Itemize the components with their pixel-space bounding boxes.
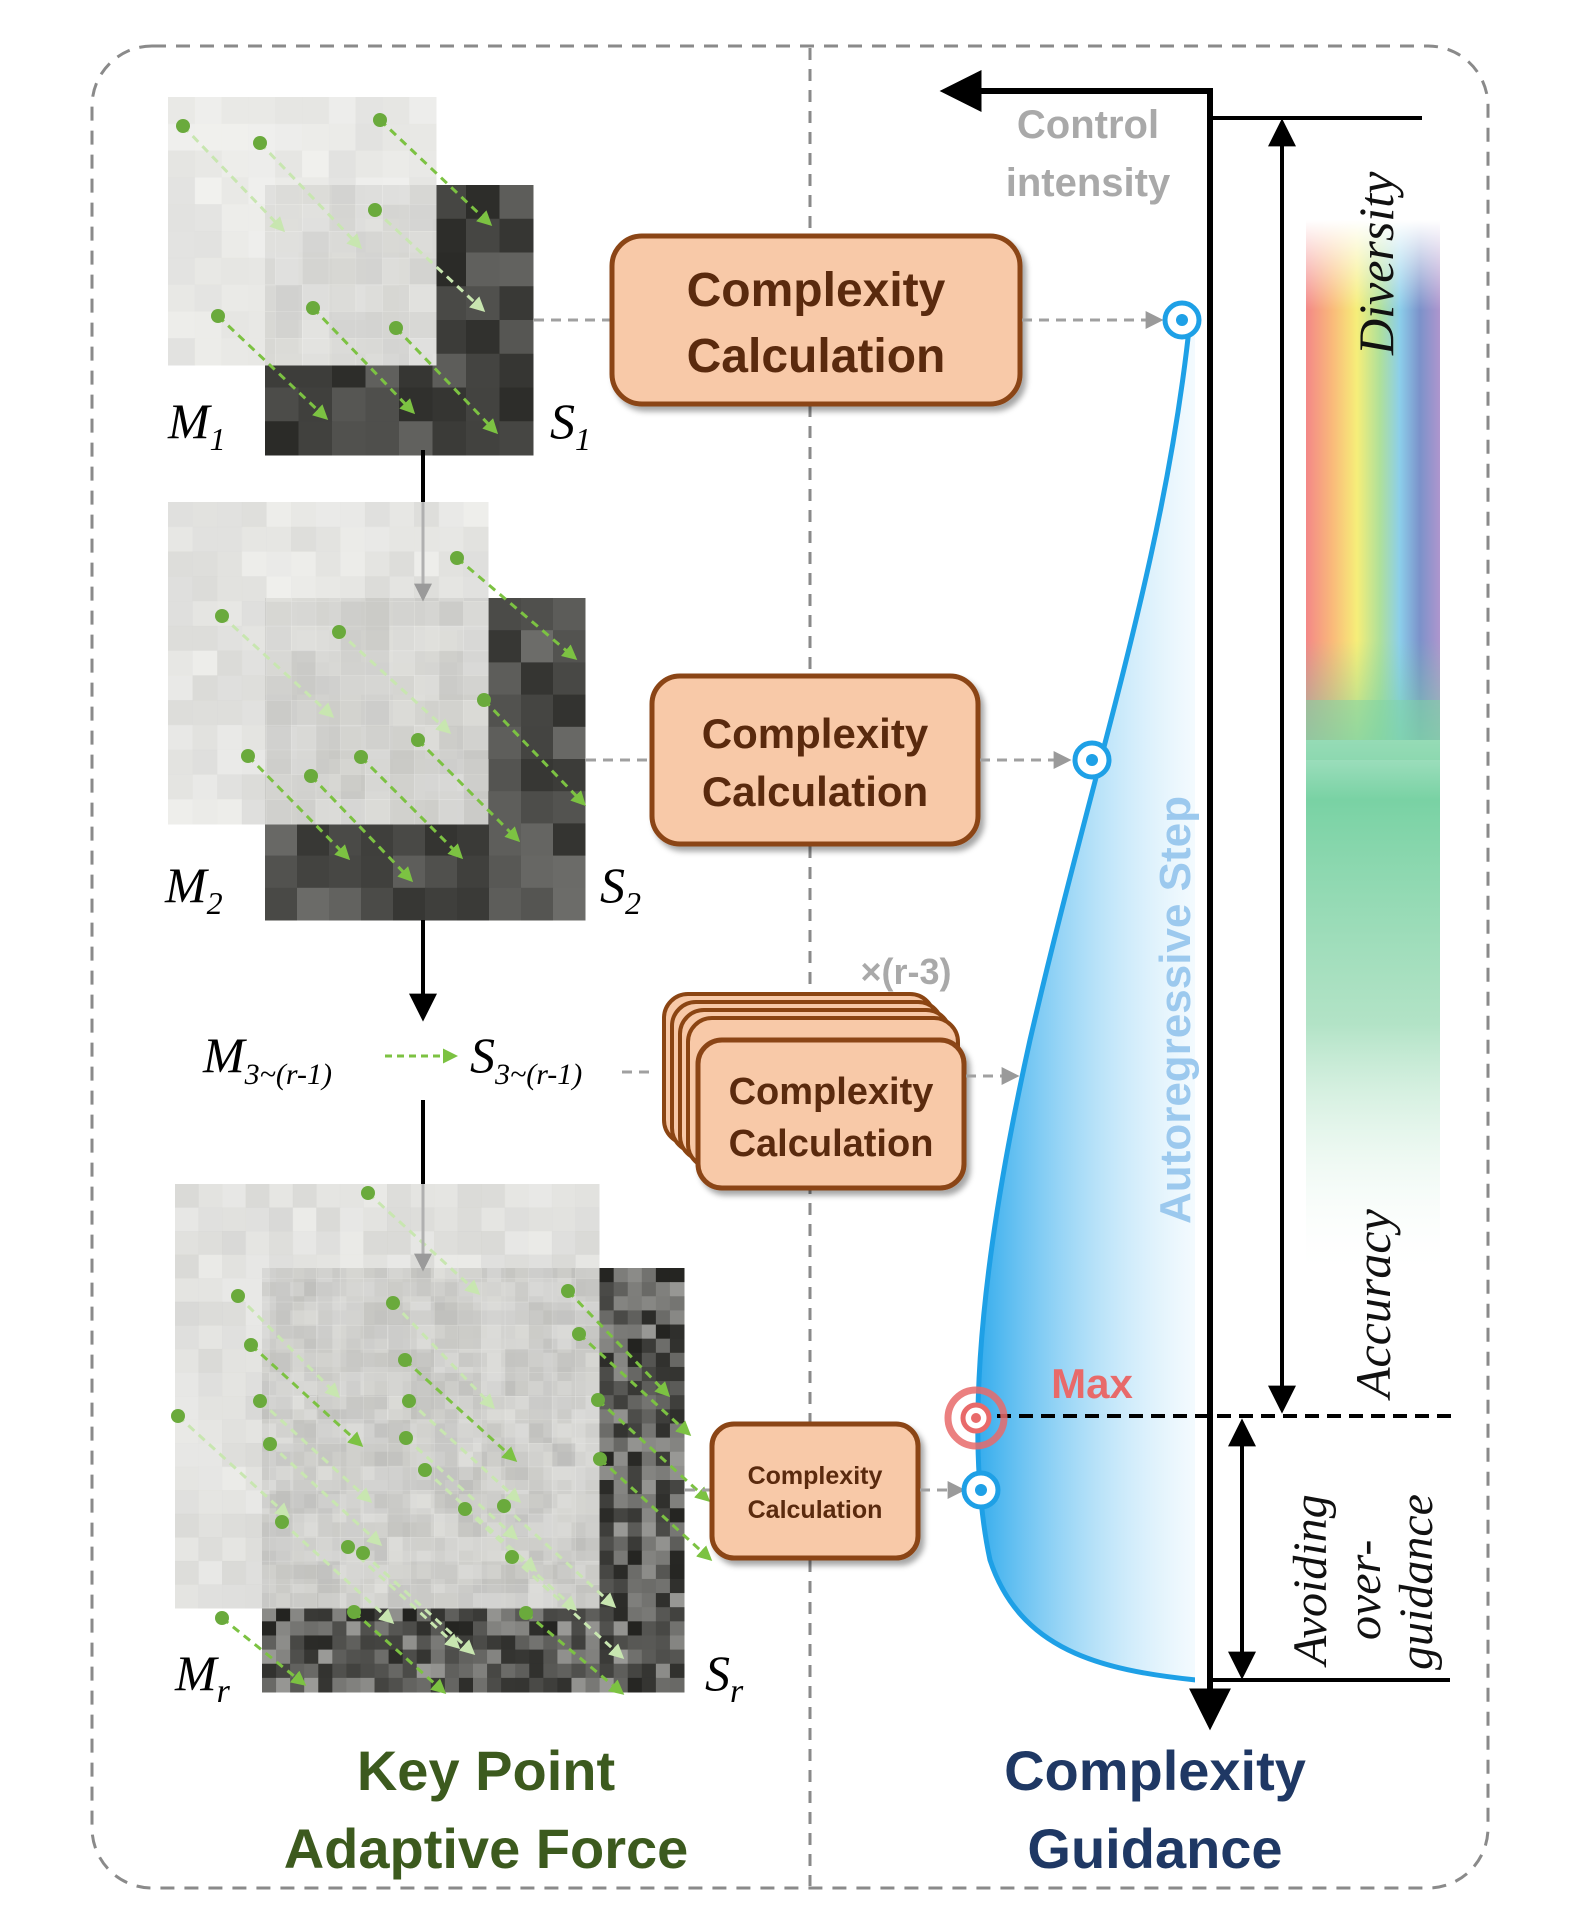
target-marker-4 — [961, 1470, 1001, 1510]
stage-2-images — [168, 502, 586, 921]
max-label: Max — [1051, 1360, 1133, 1407]
s3-label: S3~(r-1) — [470, 1027, 582, 1091]
avoiding-label-line3: guidance — [1390, 1494, 1443, 1670]
right-title-line1: Complexity — [1004, 1739, 1306, 1802]
m3-label: M3~(r-1) — [202, 1027, 332, 1091]
control-intensity-line2: intensity — [1006, 161, 1171, 205]
control-intensity-line1: Control — [1017, 103, 1159, 147]
complexity-box-stack: Complexity Calculation — [662, 992, 967, 1191]
m1-label: M1 — [167, 393, 226, 457]
box4-line2: Calculation — [748, 1496, 883, 1524]
complexity-curve — [975, 319, 1197, 1683]
avoiding-label-line2: over- — [1338, 1540, 1391, 1640]
box2-line1: Complexity — [702, 710, 929, 757]
avoiding-label-line1: Avoiding — [1284, 1494, 1337, 1668]
left-title-line2: Adaptive Force — [284, 1817, 689, 1880]
autoregressive-step-label: Autoregressive Step — [1151, 796, 1200, 1224]
mr-image — [175, 1184, 600, 1609]
sr-label: Sr — [705, 1645, 744, 1710]
m2-label: M2 — [164, 857, 223, 921]
s2-label: S2 — [600, 857, 641, 921]
complexity-box-1: Complexity Calculation — [609, 233, 1023, 407]
box3-line2: Calculation — [729, 1123, 934, 1165]
stage-1-images — [168, 97, 534, 456]
outer-frame — [90, 44, 1490, 1890]
box2-line2: Calculation — [702, 768, 928, 815]
complexity-curve-area — [977, 320, 1196, 1680]
right-title-line2: Guidance — [1027, 1817, 1282, 1880]
box1-line2: Calculation — [687, 330, 946, 383]
box3-line1: Complexity — [729, 1071, 934, 1113]
accuracy-label: Accuracy — [1345, 1208, 1401, 1401]
complexity-box-4: Complexity Calculation — [709, 1421, 921, 1561]
box1-line1: Complexity — [687, 264, 946, 317]
target-marker-1 — [1162, 300, 1202, 340]
accuracy-diversity-band — [1306, 220, 1440, 1280]
target-marker-2 — [1072, 740, 1112, 780]
mr-label: Mr — [174, 1645, 231, 1710]
m2-image — [168, 502, 489, 825]
m1-image — [168, 97, 437, 366]
stage-r-images — [175, 1184, 685, 1693]
target-marker-max — [944, 1386, 1008, 1450]
box4-line1: Complexity — [748, 1462, 883, 1490]
complexity-box-2: Complexity Calculation — [649, 673, 981, 847]
diversity-label: Diversity — [1348, 171, 1404, 356]
left-title-line1: Key Point — [357, 1739, 615, 1802]
s1-label: S1 — [550, 393, 591, 457]
repeat-label: ×(r-3) — [860, 951, 951, 992]
